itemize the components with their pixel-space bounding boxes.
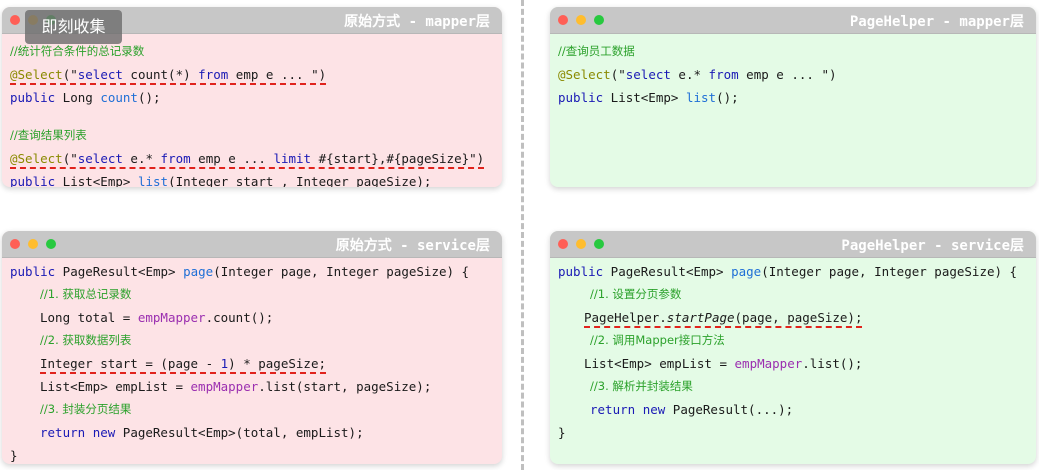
maximize-dot-icon [594, 239, 604, 249]
code-line-return: return new PageResult<Emp>(total, empLis… [40, 425, 364, 440]
code-block: public PageResult<Emp> page(Integer page… [550, 258, 1036, 444]
code-line-select-limit: @Select("select e.* from emp e ... limit… [10, 147, 494, 170]
minimize-dot-icon [28, 239, 38, 249]
watermark-badge: 即刻收集 [25, 10, 122, 44]
code-line-list-method: public List<Emp> list(); [558, 90, 739, 105]
panel-title: PageHelper - mapper层 [849, 14, 1024, 30]
code-line-start-calc: Integer start = (page - 1) * pageSize; [10, 352, 494, 375]
code-line-count-method: public Long count(); [10, 90, 161, 105]
panel-title: 原始方式 - mapper层 [344, 14, 490, 30]
close-dot-icon [558, 15, 568, 25]
panel-title: PageHelper - service层 [841, 238, 1024, 254]
center-divider [521, 0, 524, 470]
close-dot-icon [10, 15, 20, 25]
code-line-select-count: @Select("select count(*) from emp e ... … [10, 63, 494, 86]
minimize-dot-icon [576, 15, 586, 25]
code-line-method-signature: public PageResult<Emp> page(Integer page… [10, 264, 470, 279]
panel-pagehelper-service: PageHelper - service层 public PageResult<… [550, 231, 1036, 464]
maximize-dot-icon [46, 239, 56, 249]
code-comment: //3. 封装分页结果 [40, 402, 132, 416]
code-comment: //1. 设置分页参数 [590, 287, 682, 301]
code-comment: //2. 调用Mapper接口方法 [590, 333, 725, 347]
underline-highlight: PageHelper.startPage(page, pageSize); [584, 310, 863, 328]
code-comment: //1. 获取总记录数 [40, 287, 132, 301]
minimize-dot-icon [576, 239, 586, 249]
code-line-return: return new PageResult(...); [590, 402, 794, 417]
maximize-dot-icon [594, 15, 604, 25]
code-line-close-brace: } [558, 425, 566, 440]
code-line-list: List<Emp> empList = empMapper.list(start… [40, 379, 432, 394]
code-comment: //2. 获取数据列表 [40, 333, 132, 347]
code-line-count: Long total = empMapper.count(); [40, 310, 274, 325]
code-line-list-method: public List<Emp> list(Integer start , In… [10, 174, 432, 187]
panel-titlebar: PageHelper - mapper层 [550, 7, 1036, 34]
code-line-list: List<Emp> empList = empMapper.list(); [584, 356, 863, 371]
underline-highlight: Integer start = (page - 1) * pageSize; [40, 356, 326, 374]
code-comment: //查询结果列表 [10, 128, 87, 142]
code-block: //查询员工数据 @Select("select e.* from emp e … [550, 34, 1036, 109]
panel-title: 原始方式 - service层 [335, 238, 490, 254]
code-line-close-brace: } [10, 448, 18, 463]
panel-original-service: 原始方式 - service层 public PageResult<Emp> p… [2, 231, 502, 464]
code-block: //统计符合条件的总记录数 @Select("select count(*) f… [2, 34, 502, 187]
underline-highlight: @Select("select count(*) from emp e ... … [10, 67, 327, 85]
code-line-select: @Select("select e.* from emp e ... ") [558, 67, 837, 82]
panel-titlebar: PageHelper - service层 [550, 231, 1036, 258]
underline-highlight: @Select("select e.* from emp e ... limit… [10, 151, 485, 169]
close-dot-icon [10, 239, 20, 249]
panel-original-mapper: 原始方式 - mapper层 //统计符合条件的总记录数 @Select("se… [2, 7, 502, 187]
panel-pagehelper-mapper: PageHelper - mapper层 //查询员工数据 @Select("s… [550, 7, 1036, 187]
code-block: public PageResult<Emp> page(Integer page… [2, 258, 502, 464]
panel-titlebar: 原始方式 - service层 [2, 231, 502, 258]
code-comment: //3. 解析并封装结果 [590, 379, 693, 393]
code-comment: //统计符合条件的总记录数 [10, 44, 145, 58]
code-line-start-page: PageHelper.startPage(page, pageSize); [558, 306, 1028, 329]
code-comment: //查询员工数据 [558, 44, 635, 58]
close-dot-icon [558, 239, 568, 249]
code-line-method-signature: public PageResult<Emp> page(Integer page… [558, 264, 1018, 279]
